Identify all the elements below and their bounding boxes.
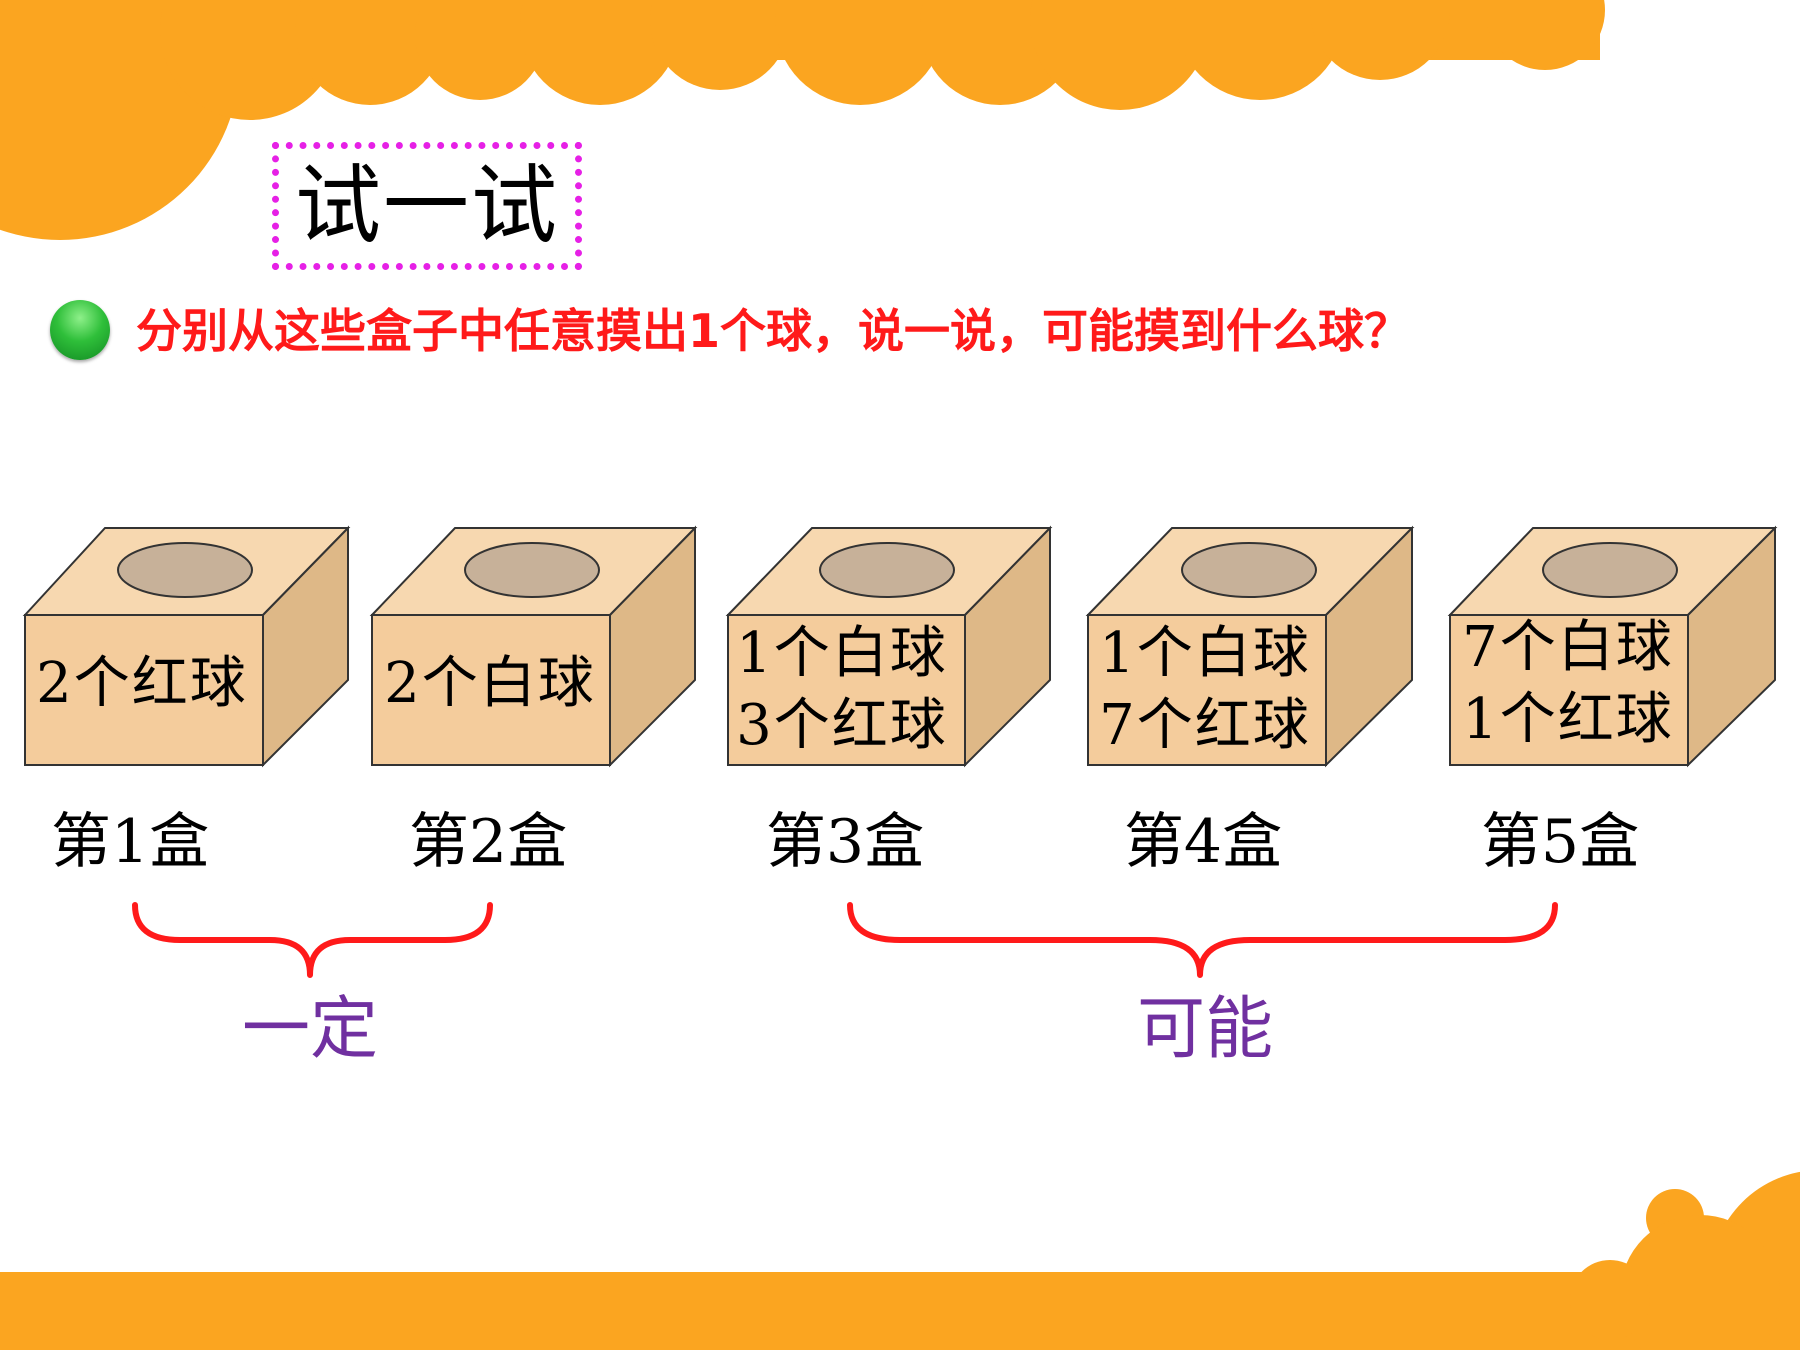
top-cloud-decoration — [0, 0, 1605, 240]
box-1-label: 第1盒 — [50, 807, 210, 877]
bracket-possible — [847, 902, 1558, 978]
box-1-line-1: 2个红球 — [36, 651, 248, 716]
box-5-content: 7个白球 1个红球 — [1448, 612, 1688, 756]
green-bullet-icon — [50, 300, 110, 360]
box-graphics — [22, 525, 1778, 768]
box-5-line-2: 1个红球 — [1462, 687, 1674, 752]
box-2-content: 2个白球 — [370, 648, 610, 720]
box-3-line-2: 3个红球 — [736, 693, 948, 758]
box-1-graphic — [22, 525, 351, 768]
box-3-line-1: 1个白球 — [736, 621, 948, 686]
question-text: 分别从这些盒子中任意摸出1个球，说一说，可能摸到什么球？ — [136, 304, 1411, 358]
box-5-line-1: 7个白球 — [1462, 615, 1674, 680]
group-possible-label: 可能 — [1136, 990, 1273, 1069]
group-certain-label: 一定 — [241, 990, 378, 1069]
box-5-label: 第5盒 — [1480, 807, 1640, 877]
box-4-line-1: 1个白球 — [1099, 621, 1311, 686]
bottom-cloud-decoration — [0, 1171, 1800, 1350]
box-3-graphic — [725, 525, 1053, 768]
page-title: 试一试 — [295, 156, 559, 256]
bracket-certain — [132, 902, 493, 978]
box-4-label: 第4盒 — [1123, 807, 1283, 877]
box-2-line-1: 2个白球 — [384, 651, 596, 716]
box-1-content: 2个红球 — [22, 648, 262, 720]
box-3-content: 1个白球 3个红球 — [722, 618, 962, 762]
box-4-content: 1个白球 7个红球 — [1085, 618, 1325, 762]
box-5-graphic — [1447, 525, 1778, 768]
title-box: 试一试 — [272, 142, 582, 270]
box-4-line-2: 7个红球 — [1099, 693, 1311, 758]
box-2-graphic — [369, 525, 698, 768]
box-4-graphic — [1085, 525, 1415, 768]
box-2-label: 第2盒 — [408, 807, 568, 877]
box-3-label: 第3盒 — [765, 807, 925, 877]
